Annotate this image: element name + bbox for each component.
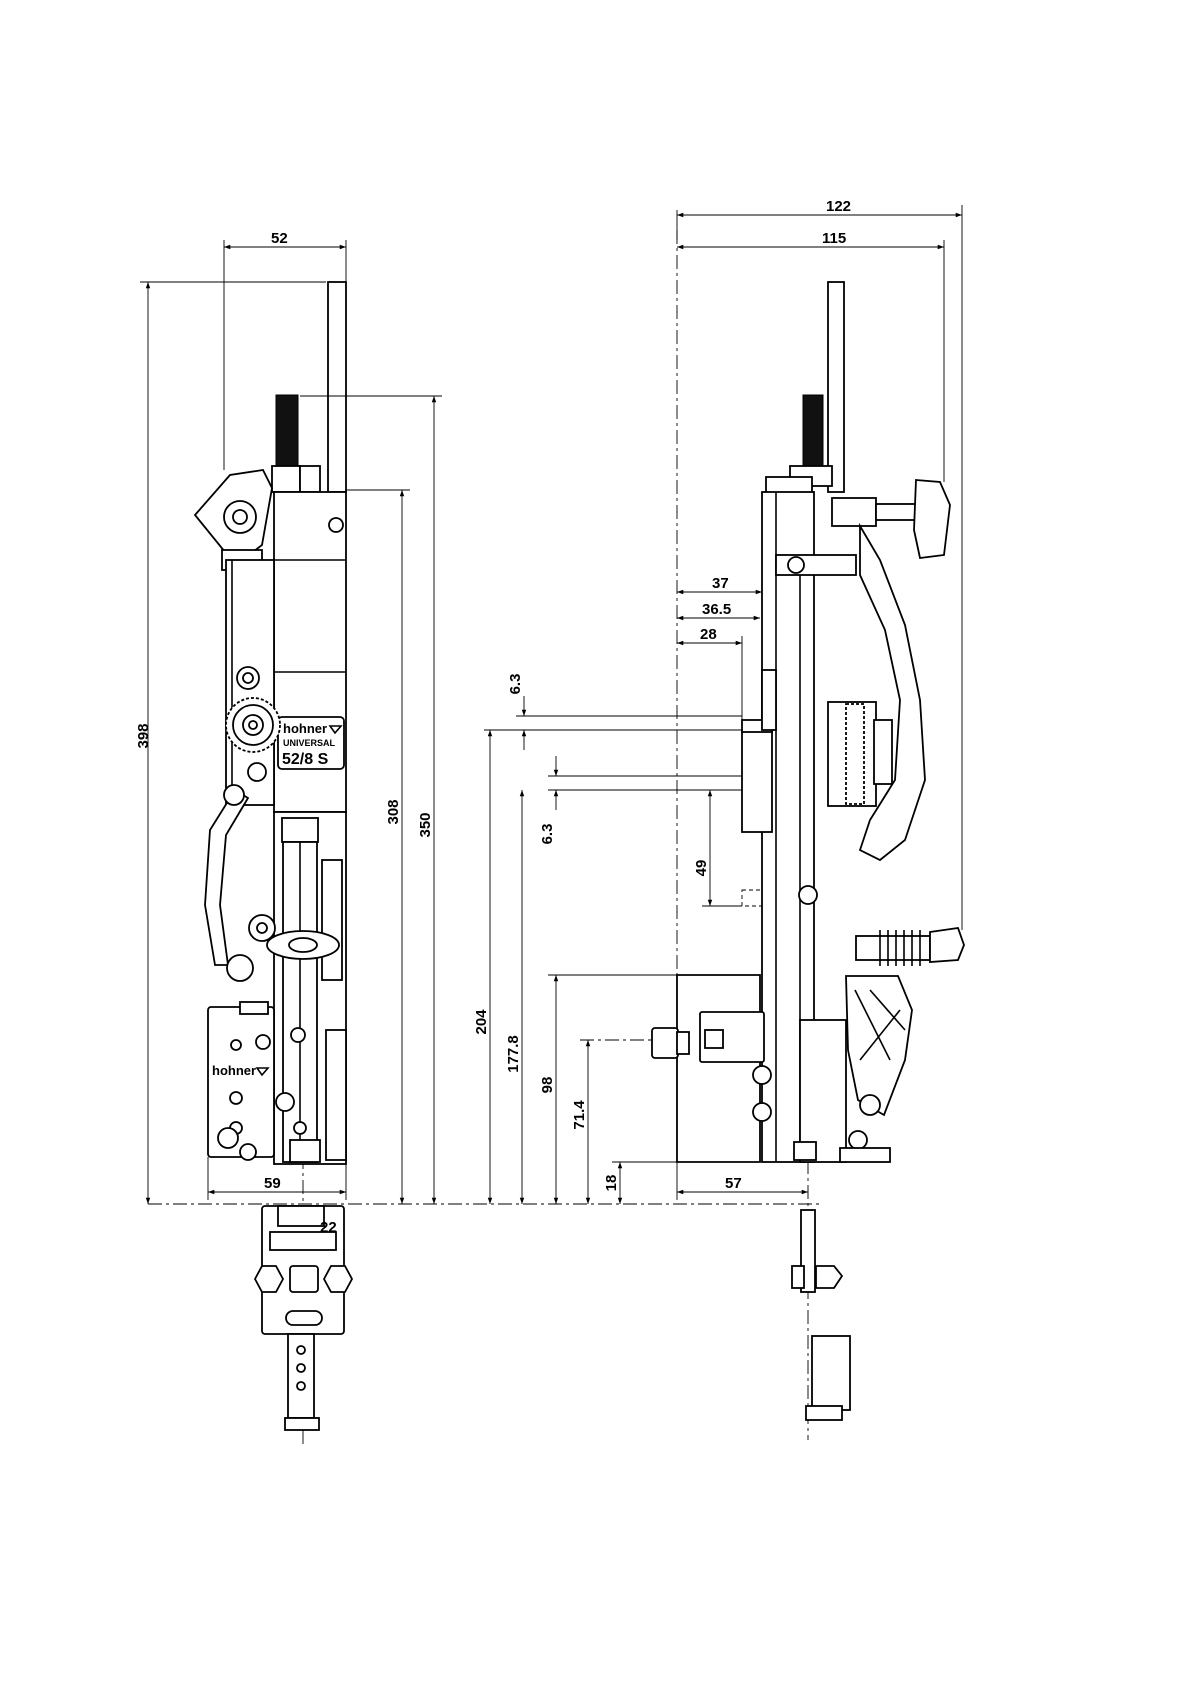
- side-offset-plate: [742, 730, 772, 832]
- dim-398: 398: [135, 723, 152, 748]
- dim-59: 59: [264, 1175, 281, 1192]
- dim-52: 52: [271, 230, 288, 247]
- front-logo-line: UNIVERSAL: [283, 738, 336, 748]
- front-view: hohner UNIVERSAL 52/8 S: [195, 282, 352, 1445]
- side-ribbed-bracket: [846, 976, 912, 1115]
- front-top-rod: [328, 282, 346, 492]
- dim-204: 204: [473, 1009, 490, 1035]
- front-spindle: [276, 395, 298, 467]
- front-logo-brand: hohner: [283, 721, 327, 736]
- dim-6-3-upper: 6.3: [507, 674, 524, 695]
- side-curved-arm: [860, 526, 925, 860]
- dim-115: 115: [822, 230, 846, 247]
- dim-18: 18: [603, 1175, 620, 1192]
- dim-36-5: 36.5: [702, 601, 731, 618]
- dim-177-8: 177.8: [505, 1035, 522, 1073]
- dim-6-3-lower: 6.3: [539, 824, 556, 845]
- front-triangle-handle: [195, 470, 272, 570]
- dim-37: 37: [712, 575, 729, 592]
- side-top-rod: [828, 282, 844, 492]
- dim-49: 49: [693, 860, 710, 877]
- side-spindle: [803, 395, 823, 467]
- side-top-knob: [832, 480, 950, 558]
- dim-57: 57: [725, 1175, 742, 1192]
- dim-350: 350: [417, 812, 434, 837]
- front-lower-logo: hohner: [212, 1063, 256, 1078]
- dim-71-4: 71.4: [571, 1100, 588, 1130]
- side-spring-knob: [856, 928, 964, 966]
- front-gear: [226, 698, 280, 752]
- front-logo-model: 52/8 S: [282, 751, 329, 768]
- front-head: 22: [255, 1206, 352, 1334]
- dim-122: 122: [826, 198, 851, 215]
- front-lower-plate: hohner: [208, 1002, 274, 1160]
- dim-308: 308: [385, 799, 402, 824]
- side-view: [652, 230, 964, 1440]
- dim-98: 98: [539, 1077, 556, 1094]
- dim-28: 28: [700, 626, 717, 643]
- side-gear: [828, 702, 892, 806]
- side-head: [792, 1210, 850, 1420]
- front-head-width: 22: [320, 1219, 337, 1236]
- front-logo-plate: hohner UNIVERSAL 52/8 S: [278, 717, 344, 769]
- side-stud: [652, 1028, 689, 1058]
- front-lever: [205, 790, 248, 965]
- front-wing-nut: [267, 931, 339, 959]
